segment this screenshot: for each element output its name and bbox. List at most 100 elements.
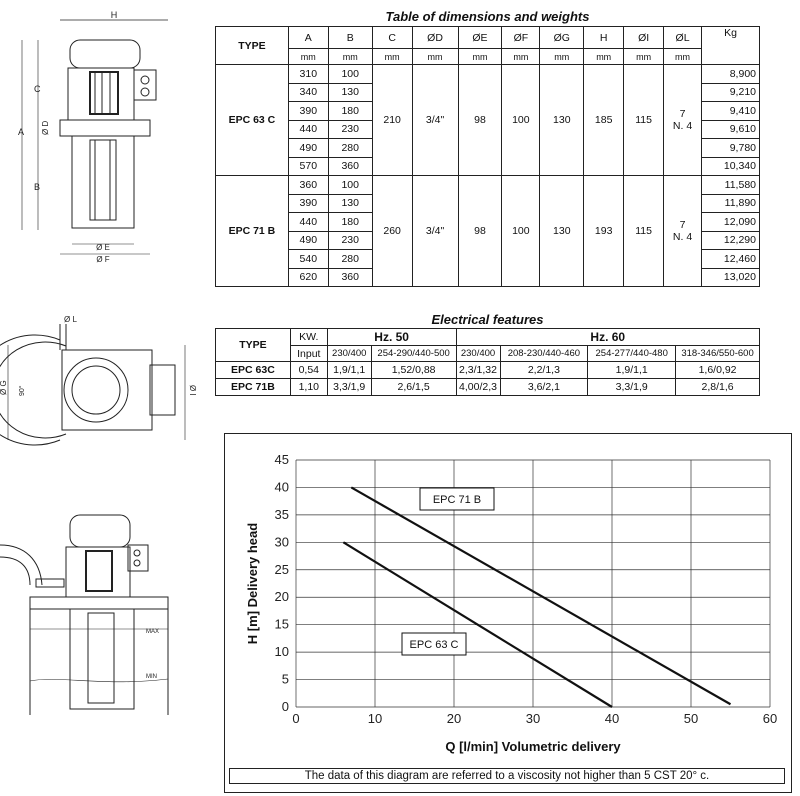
series-line-0 — [350, 486, 732, 706]
dim-g-label: Ø G — [0, 380, 8, 395]
dims-cell-b: 130 — [327, 193, 373, 213]
dims-cell-g: 130 — [539, 175, 585, 287]
dims-cell-g: 130 — [539, 64, 585, 176]
y-tick-label: 25 — [275, 562, 289, 577]
elec-row-value: 3,3/1,9 — [326, 378, 372, 396]
elec-row-value: 2,3/1,32 — [455, 361, 501, 379]
elec-row-value: 1,52/0,88 — [370, 361, 457, 379]
level-min-label: MIN — [146, 674, 157, 680]
dim-e-label: Ø E — [96, 243, 110, 252]
dims-cell-kg: 9,610 — [701, 119, 760, 139]
dims-unit: mm — [501, 48, 541, 65]
dims-header-type: TYPE — [215, 26, 289, 65]
elec-row-kw: 1,10 — [289, 378, 328, 396]
x-tick-label: 20 — [447, 711, 461, 726]
series-label-box — [401, 632, 467, 656]
elec-header-hz60: Hz. 60 — [455, 328, 761, 346]
dims-cell-a: 490 — [287, 230, 329, 250]
dims-cell-a: 440 — [287, 119, 329, 139]
series-line-1 — [342, 541, 613, 708]
dims-header-4: ØD — [411, 26, 459, 49]
x-tick-label: 60 — [763, 711, 777, 726]
dims-header-7: ØG — [539, 26, 585, 49]
chart-frame — [224, 433, 792, 793]
pump-side-drawing: H A C B Ø D Ø E Ø F — [18, 10, 168, 264]
elec-table-caption: Electrical features — [431, 312, 544, 327]
elec-voltage: 230/400 — [326, 345, 372, 362]
dims-cell-b: 230 — [327, 119, 373, 139]
dims-cell-b: 230 — [327, 230, 373, 250]
dims-cell-a: 360 — [287, 175, 329, 195]
dims-header-3: C — [371, 26, 413, 49]
dims-header-1: A — [287, 26, 329, 49]
x-axis-label: Q [l/min] Volumetric delivery — [445, 739, 621, 754]
x-tick-label: 50 — [684, 711, 698, 726]
dims-header-6: ØF — [501, 26, 541, 49]
dims-model-type: EPC 71 B — [215, 175, 289, 287]
dims-cell-a: 490 — [287, 138, 329, 158]
dims-cell-a: 310 — [287, 64, 329, 84]
dims-cell-h: 193 — [583, 175, 625, 287]
elec-voltage: 230/400 — [455, 345, 501, 362]
elec-row-value: 1,9/1,1 — [587, 361, 677, 379]
dims-header-8: H — [583, 26, 625, 49]
dims-unit: mm — [457, 48, 503, 65]
elec-row-value: 2,2/1,3 — [499, 361, 589, 379]
elec-voltage: 254-277/440-480 — [587, 345, 677, 362]
dim-f-label: Ø F — [96, 255, 109, 264]
dims-cell-e: 98 — [457, 64, 503, 176]
y-tick-label: 45 — [275, 452, 289, 467]
dims-cell-kg: 12,460 — [701, 249, 760, 269]
dims-cell-i: 115 — [623, 175, 665, 287]
chart-note: The data of this diagram are referred to… — [229, 768, 785, 784]
elec-header-kw: KW. — [289, 328, 328, 346]
elec-voltage: 318-346/550-600 — [675, 345, 760, 362]
y-tick-label: 20 — [275, 589, 289, 604]
elec-row-kw: 0,54 — [289, 361, 328, 379]
dims-unit: mm — [327, 48, 373, 65]
elec-row-type: EPC 63C — [215, 361, 291, 379]
dims-unit: mm — [539, 48, 585, 65]
dim-b-label: B — [34, 182, 40, 192]
dims-table-caption: Table of dimensions and weights — [385, 9, 590, 24]
elec-row-value: 2,8/1,6 — [675, 378, 760, 396]
dims-cell-b: 280 — [327, 249, 373, 269]
y-tick-label: 5 — [282, 672, 289, 687]
dims-cell-l-bottom: N. 4 — [672, 231, 693, 243]
dims-cell-a: 440 — [287, 212, 329, 232]
elec-row-type: EPC 71B — [215, 378, 291, 396]
dim-l-label: Ø L — [64, 315, 77, 324]
y-tick-label: 40 — [275, 479, 289, 494]
dims-cell-kg: 13,020 — [701, 267, 760, 287]
dims-cell-b: 130 — [327, 82, 373, 102]
dims-cell-b: 180 — [327, 101, 373, 121]
y-tick-label: 0 — [282, 699, 289, 714]
level-max-label: MAX — [146, 629, 159, 635]
x-tick-label: 10 — [368, 711, 382, 726]
series-label-box — [419, 487, 495, 511]
dims-cell-kg: 8,900 — [701, 64, 760, 84]
series-label: EPC 71 B — [433, 494, 481, 506]
y-tick-label: 30 — [275, 534, 289, 549]
dims-cell-kg: 11,890 — [701, 193, 760, 213]
dims-cell-a: 390 — [287, 101, 329, 121]
dims-cell-b: 280 — [327, 138, 373, 158]
dim-i-label: Ø I — [188, 385, 197, 396]
dims-cell-a: 340 — [287, 82, 329, 102]
dims-cell-f: 100 — [501, 64, 541, 176]
dims-cell-i: 115 — [623, 64, 665, 176]
dims-cell-c: 260 — [371, 175, 413, 287]
dim-a-label: A — [18, 127, 24, 137]
dims-unit: mm — [623, 48, 665, 65]
dims-cell-kg: 9,410 — [701, 101, 760, 121]
dims-cell-kg: 10,340 — [701, 156, 760, 176]
dims-cell-e: 98 — [457, 175, 503, 287]
dims-unit: mm — [371, 48, 413, 65]
dims-header-10: ØL — [663, 26, 702, 49]
y-tick-label: 35 — [275, 507, 289, 522]
dims-header-9: ØI — [623, 26, 665, 49]
dims-cell-kg: 9,780 — [701, 138, 760, 158]
elec-header-hz50: Hz. 50 — [326, 328, 457, 346]
